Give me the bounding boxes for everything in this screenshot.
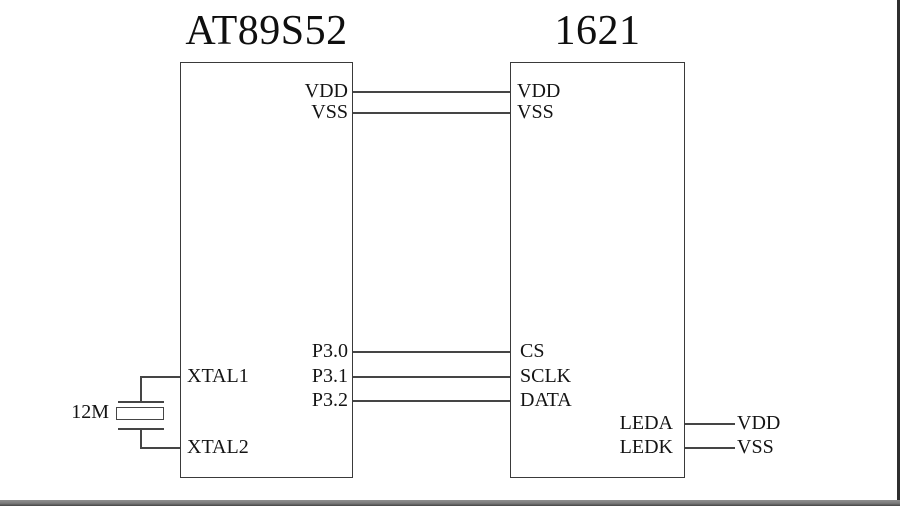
image-bottom-bar	[0, 500, 900, 506]
right-chip-title: 1621	[554, 8, 641, 54]
pin-right-vdd: VDD	[517, 80, 561, 102]
leda-supply-label: VDD	[737, 412, 781, 434]
wire-xtal1	[140, 376, 180, 378]
left-chip-title: AT89S52	[185, 8, 348, 54]
wire-data	[353, 400, 510, 402]
crystal-lead-top	[140, 376, 142, 402]
crystal-plate-top	[118, 401, 164, 403]
pin-right-sclk: SCLK	[520, 365, 572, 387]
crystal-value-label: 12M	[71, 401, 109, 423]
pin-right-ledk: LEDK	[619, 436, 673, 458]
wire-xtal2	[140, 447, 180, 449]
wire-cs	[353, 351, 510, 353]
ledk-supply-label: VSS	[737, 436, 774, 458]
left-chip-box	[180, 62, 353, 478]
pin-left-xtal2: XTAL2	[187, 436, 249, 458]
pin-right-data: DATA	[520, 389, 572, 411]
pin-left-xtal1: XTAL1	[187, 365, 249, 387]
image-right-border	[897, 0, 900, 506]
crystal-icon	[116, 407, 164, 420]
right-chip-box	[510, 62, 685, 478]
wire-vdd	[353, 91, 510, 93]
crystal-lead-bottom	[140, 428, 142, 448]
pin-right-cs: CS	[520, 340, 545, 362]
pin-left-p31: P3.1	[311, 365, 348, 387]
wire-vss	[353, 112, 510, 114]
wire-leda	[685, 423, 735, 425]
pin-left-vdd: VDD	[304, 80, 348, 102]
pin-left-p32: P3.2	[311, 389, 348, 411]
crystal-plate-bottom	[118, 428, 164, 430]
wire-sclk	[353, 376, 510, 378]
pin-left-vss: VSS	[311, 101, 348, 123]
pin-right-leda: LEDA	[619, 412, 673, 434]
wire-ledk	[685, 447, 735, 449]
pin-right-vss: VSS	[517, 101, 554, 123]
pin-left-p30: P3.0	[311, 340, 348, 362]
